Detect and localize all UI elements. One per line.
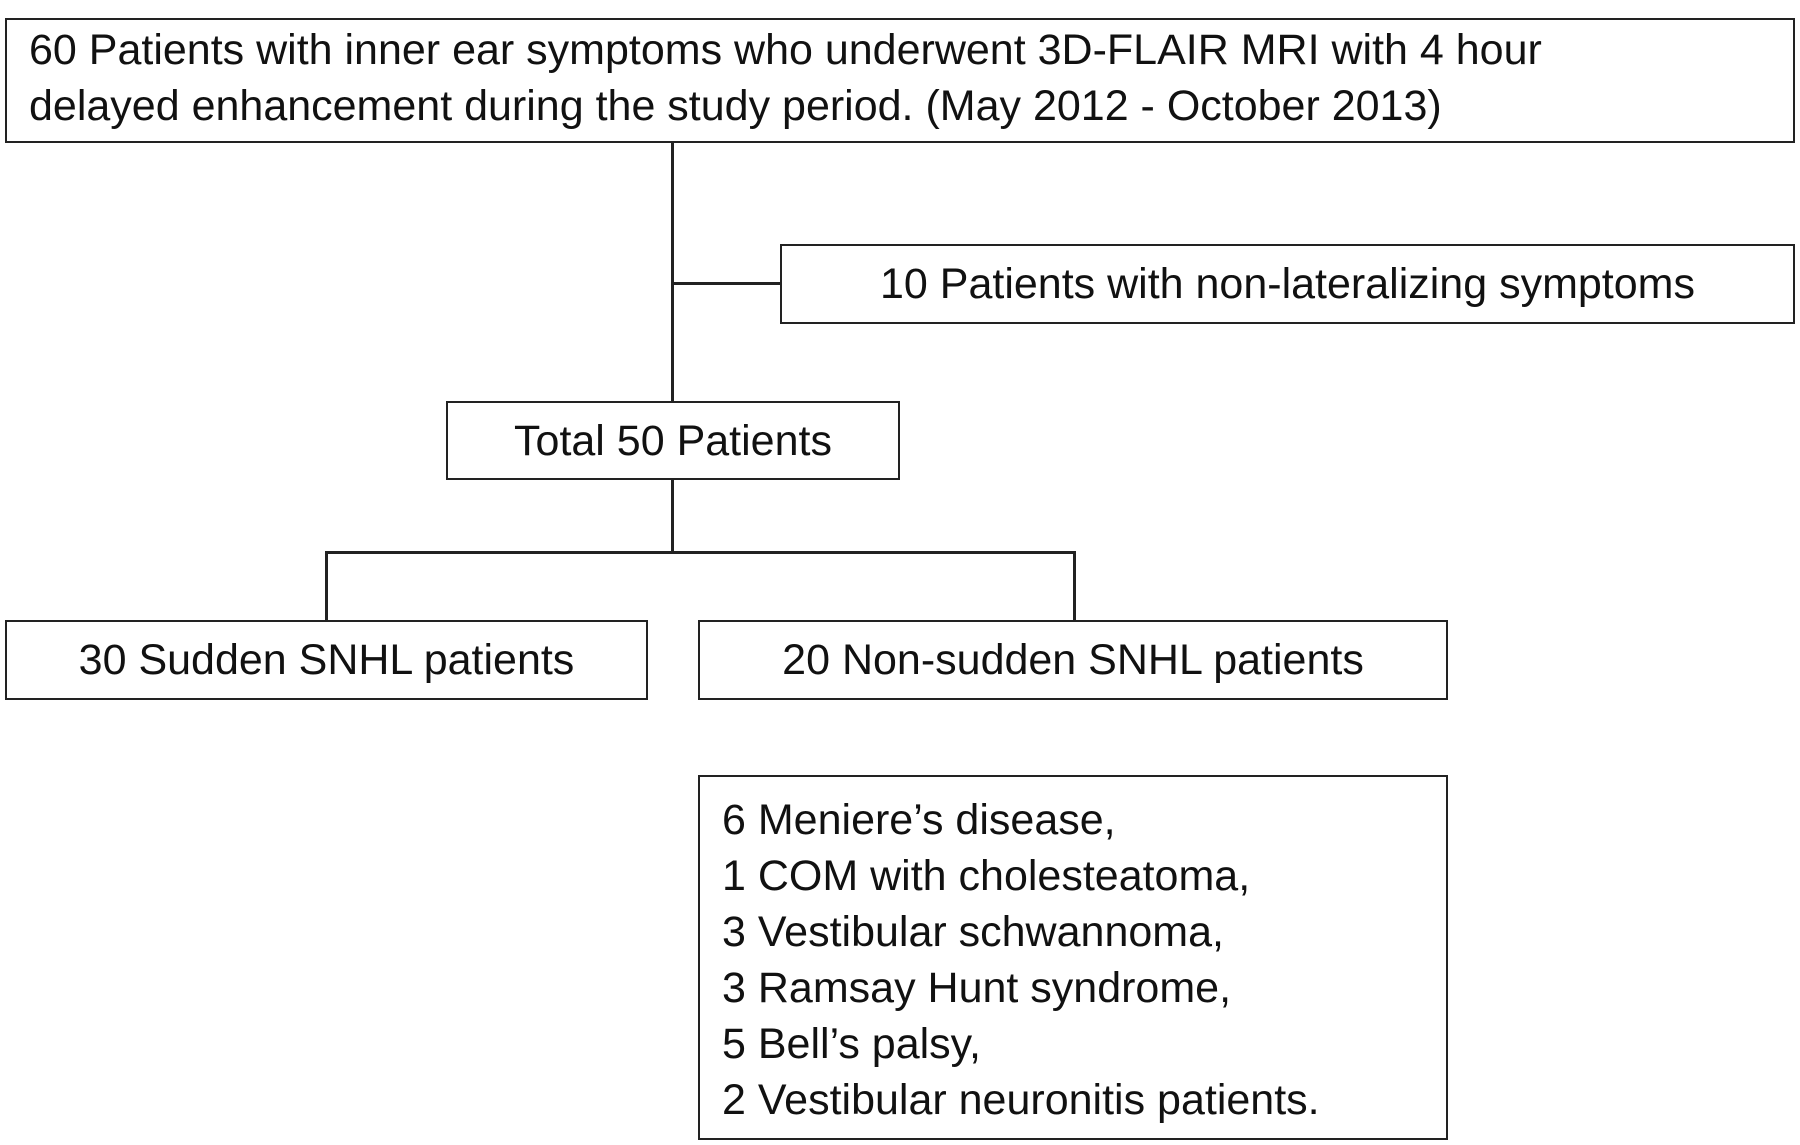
breakdown-line-ramsay-hunt: 3 Ramsay Hunt syndrome, (722, 964, 1232, 1012)
non-sudden-snhl-box-text: 20 Non-sudden SNHL patients (782, 636, 1364, 684)
exclusion-box: 10 Patients with non-lateralizing sympto… (780, 244, 1795, 324)
top-box-line-1: 60 Patients with inner ear symptoms who … (29, 26, 1542, 74)
connector-split-horizontal (325, 551, 1076, 554)
non-sudden-breakdown-box: 6 Meniere’s disease, 1 COM with choleste… (698, 775, 1448, 1140)
connector-total-down (671, 478, 674, 552)
connector-to-sudden (325, 551, 328, 623)
connector-top-to-total (671, 141, 674, 403)
sudden-snhl-box: 30 Sudden SNHL patients (5, 620, 648, 700)
breakdown-line-meniere: 6 Meniere’s disease, (722, 796, 1116, 844)
total-box-text: Total 50 Patients (514, 416, 832, 465)
breakdown-line-com: 1 COM with cholesteatoma, (722, 852, 1251, 900)
connector-to-non-sudden (1073, 551, 1076, 623)
connector-exclusion-branch (671, 282, 782, 285)
non-sudden-snhl-box: 20 Non-sudden SNHL patients (698, 620, 1448, 700)
top-box-enrolled-patients: 60 Patients with inner ear symptoms who … (5, 18, 1795, 143)
top-box-line-2: delayed enhancement during the study per… (29, 82, 1442, 130)
sudden-snhl-box-text: 30 Sudden SNHL patients (78, 636, 575, 684)
exclusion-box-text: 10 Patients with non-lateralizing sympto… (880, 260, 1695, 308)
breakdown-line-vestibular-neuronitis: 2 Vestibular neuronitis patients. (722, 1076, 1320, 1124)
breakdown-line-vestibular-schwannoma: 3 Vestibular schwannoma, (722, 908, 1224, 956)
breakdown-line-bells-palsy: 5 Bell’s palsy, (722, 1020, 981, 1068)
total-box: Total 50 Patients (446, 401, 900, 480)
